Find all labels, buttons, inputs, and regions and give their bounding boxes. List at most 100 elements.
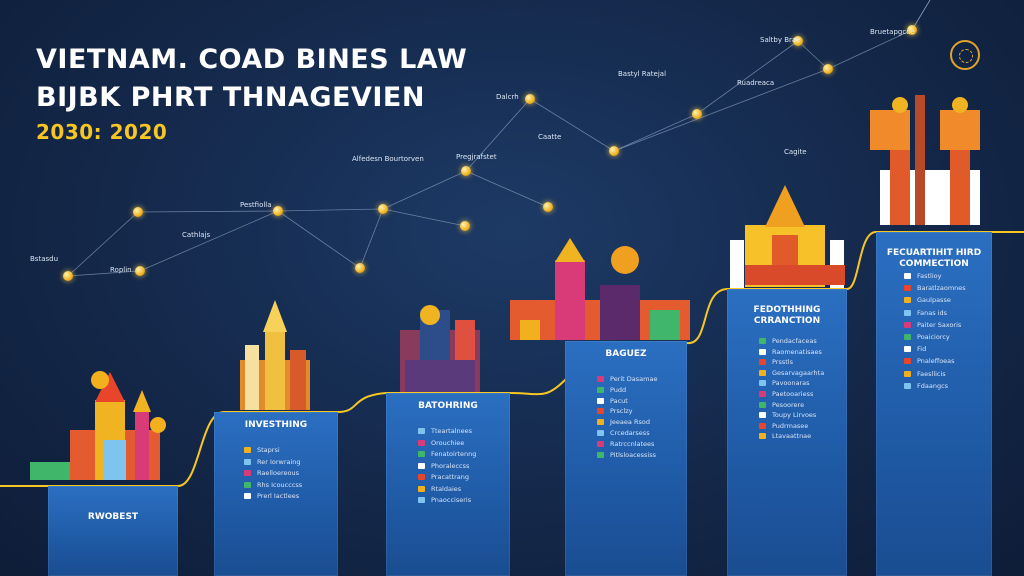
roof-shape [765, 185, 805, 227]
network-node [273, 206, 283, 216]
title-line-2: BIJBK PHRT THNAGEVIEN [36, 82, 425, 113]
list-bullet-icon [418, 497, 425, 503]
step-list-item-label: Orouchiee [431, 438, 465, 447]
step-list-item: Rhs Icoucccss [244, 481, 302, 489]
building-shape [245, 345, 259, 410]
network-node [543, 202, 553, 212]
step-list-item-label: Prsclzy [610, 407, 633, 416]
title-years: 2030: 2020 [36, 120, 168, 144]
roof-shape [133, 390, 151, 412]
list-bullet-icon [759, 369, 766, 376]
list-bullet-icon [904, 273, 911, 279]
dome-shape [892, 97, 908, 113]
roof-shape [95, 372, 125, 402]
building-shape [290, 350, 306, 410]
network-node-label: Bruetapgcoe [870, 28, 915, 36]
step-list-item-label: Rhs Icoucccss [257, 480, 303, 489]
step-list-item-label: Pitlsloacessiss [610, 450, 657, 459]
list-bullet-icon [904, 370, 911, 377]
building-shape [600, 285, 640, 340]
network-edge [382, 208, 466, 227]
step-list-item-label: Tteartalnees [431, 427, 473, 435]
network-node [525, 94, 535, 104]
dome-shape [952, 97, 968, 113]
network-edge [465, 98, 531, 172]
list-bullet-icon [759, 348, 766, 355]
building-shape [30, 462, 70, 480]
list-bullet-icon [418, 474, 425, 480]
title-line-1: VIETNAM. COAD BINES LAW [36, 44, 468, 75]
network-edge [529, 98, 615, 152]
roof-shape [263, 300, 287, 332]
step-list-item: Toupy Lirvoes [759, 411, 816, 419]
step-column-heading: FEDOTHHING CRRANCTION [753, 305, 821, 326]
step-list-item: Fdaangcs [904, 382, 948, 390]
step-list-item-label: Gaulpasse [917, 296, 951, 305]
step-list-item: Pudd [597, 386, 626, 394]
dome-shape [91, 371, 109, 389]
network-node-label: Cathlajs [182, 231, 211, 239]
step-list-item: Prsstls [759, 358, 793, 366]
network-edge [797, 40, 829, 70]
step-list-item-label: Prerl Iactlees [257, 492, 300, 500]
list-bullet-icon [904, 321, 911, 328]
dome-shape [150, 417, 166, 433]
network-node [609, 146, 619, 156]
step-list-item-label: Fanas ids [917, 308, 947, 317]
step-list-item-label: Phoraleccss [431, 461, 470, 470]
list-bullet-icon [904, 309, 911, 316]
list-bullet-icon [244, 493, 251, 499]
step-list-item-label: Prsstls [772, 358, 793, 367]
step-list-item-label: Pudd [610, 385, 627, 394]
step-list-item: Pitlsloacessiss [597, 451, 656, 459]
list-bullet-icon [904, 346, 911, 353]
building-shape [950, 140, 970, 225]
building-shape [745, 265, 845, 285]
step-list-item: Ltavaattnae [759, 432, 811, 440]
list-bullet-icon [597, 430, 604, 436]
step-list-item: Pavoonaras [759, 379, 810, 387]
step-list-item: Raomenatisaes [759, 348, 822, 356]
step-list-item-label: Pavoonaras [772, 379, 810, 388]
step-list-item: Prsclzy [597, 407, 633, 415]
dome-shape [420, 305, 440, 325]
step-list-item-label: Fid [917, 345, 927, 354]
step-list-item-label: Rer Iorwraing [257, 457, 301, 466]
network-node [135, 266, 145, 276]
list-bullet-icon [759, 359, 766, 366]
list-bullet-icon [244, 470, 251, 476]
building-shape [730, 240, 744, 288]
step-list-item: Baratlzaomnes [904, 284, 966, 292]
step-list-item-label: Rtaldaies [431, 484, 462, 493]
network-node [460, 221, 470, 231]
list-bullet-icon [597, 386, 604, 393]
building-shape [870, 110, 910, 150]
step-list-item: Pnaocciseris [418, 496, 471, 504]
network-node [355, 263, 365, 273]
step-list-item-label: Pesoorere [772, 400, 805, 409]
step-list-item: Ratrccnlatees [597, 440, 654, 448]
list-bullet-icon [759, 422, 766, 429]
network-node-label: Dalcrh [496, 93, 519, 101]
step-list-item-label: Ltavaattnae [772, 432, 812, 441]
step-list-item: Pudrmasee [759, 422, 808, 430]
list-bullet-icon [418, 428, 425, 434]
list-bullet-icon [418, 462, 425, 469]
network-edge [137, 210, 279, 213]
step-column-heading: INVESTHING [244, 420, 308, 430]
step-list-item-label: Paetooariess [772, 390, 814, 398]
list-bullet-icon [759, 401, 766, 408]
step-list-item: Pesoorere [759, 401, 804, 409]
step-list-item: Fid [904, 345, 926, 353]
list-bullet-icon [904, 297, 911, 304]
network-node [133, 207, 143, 217]
list-bullet-icon [759, 380, 766, 387]
network-edge [382, 170, 467, 210]
step-list-item-label: Perit Dasamae [610, 375, 658, 383]
network-node-label: Bstasdu [30, 255, 59, 263]
